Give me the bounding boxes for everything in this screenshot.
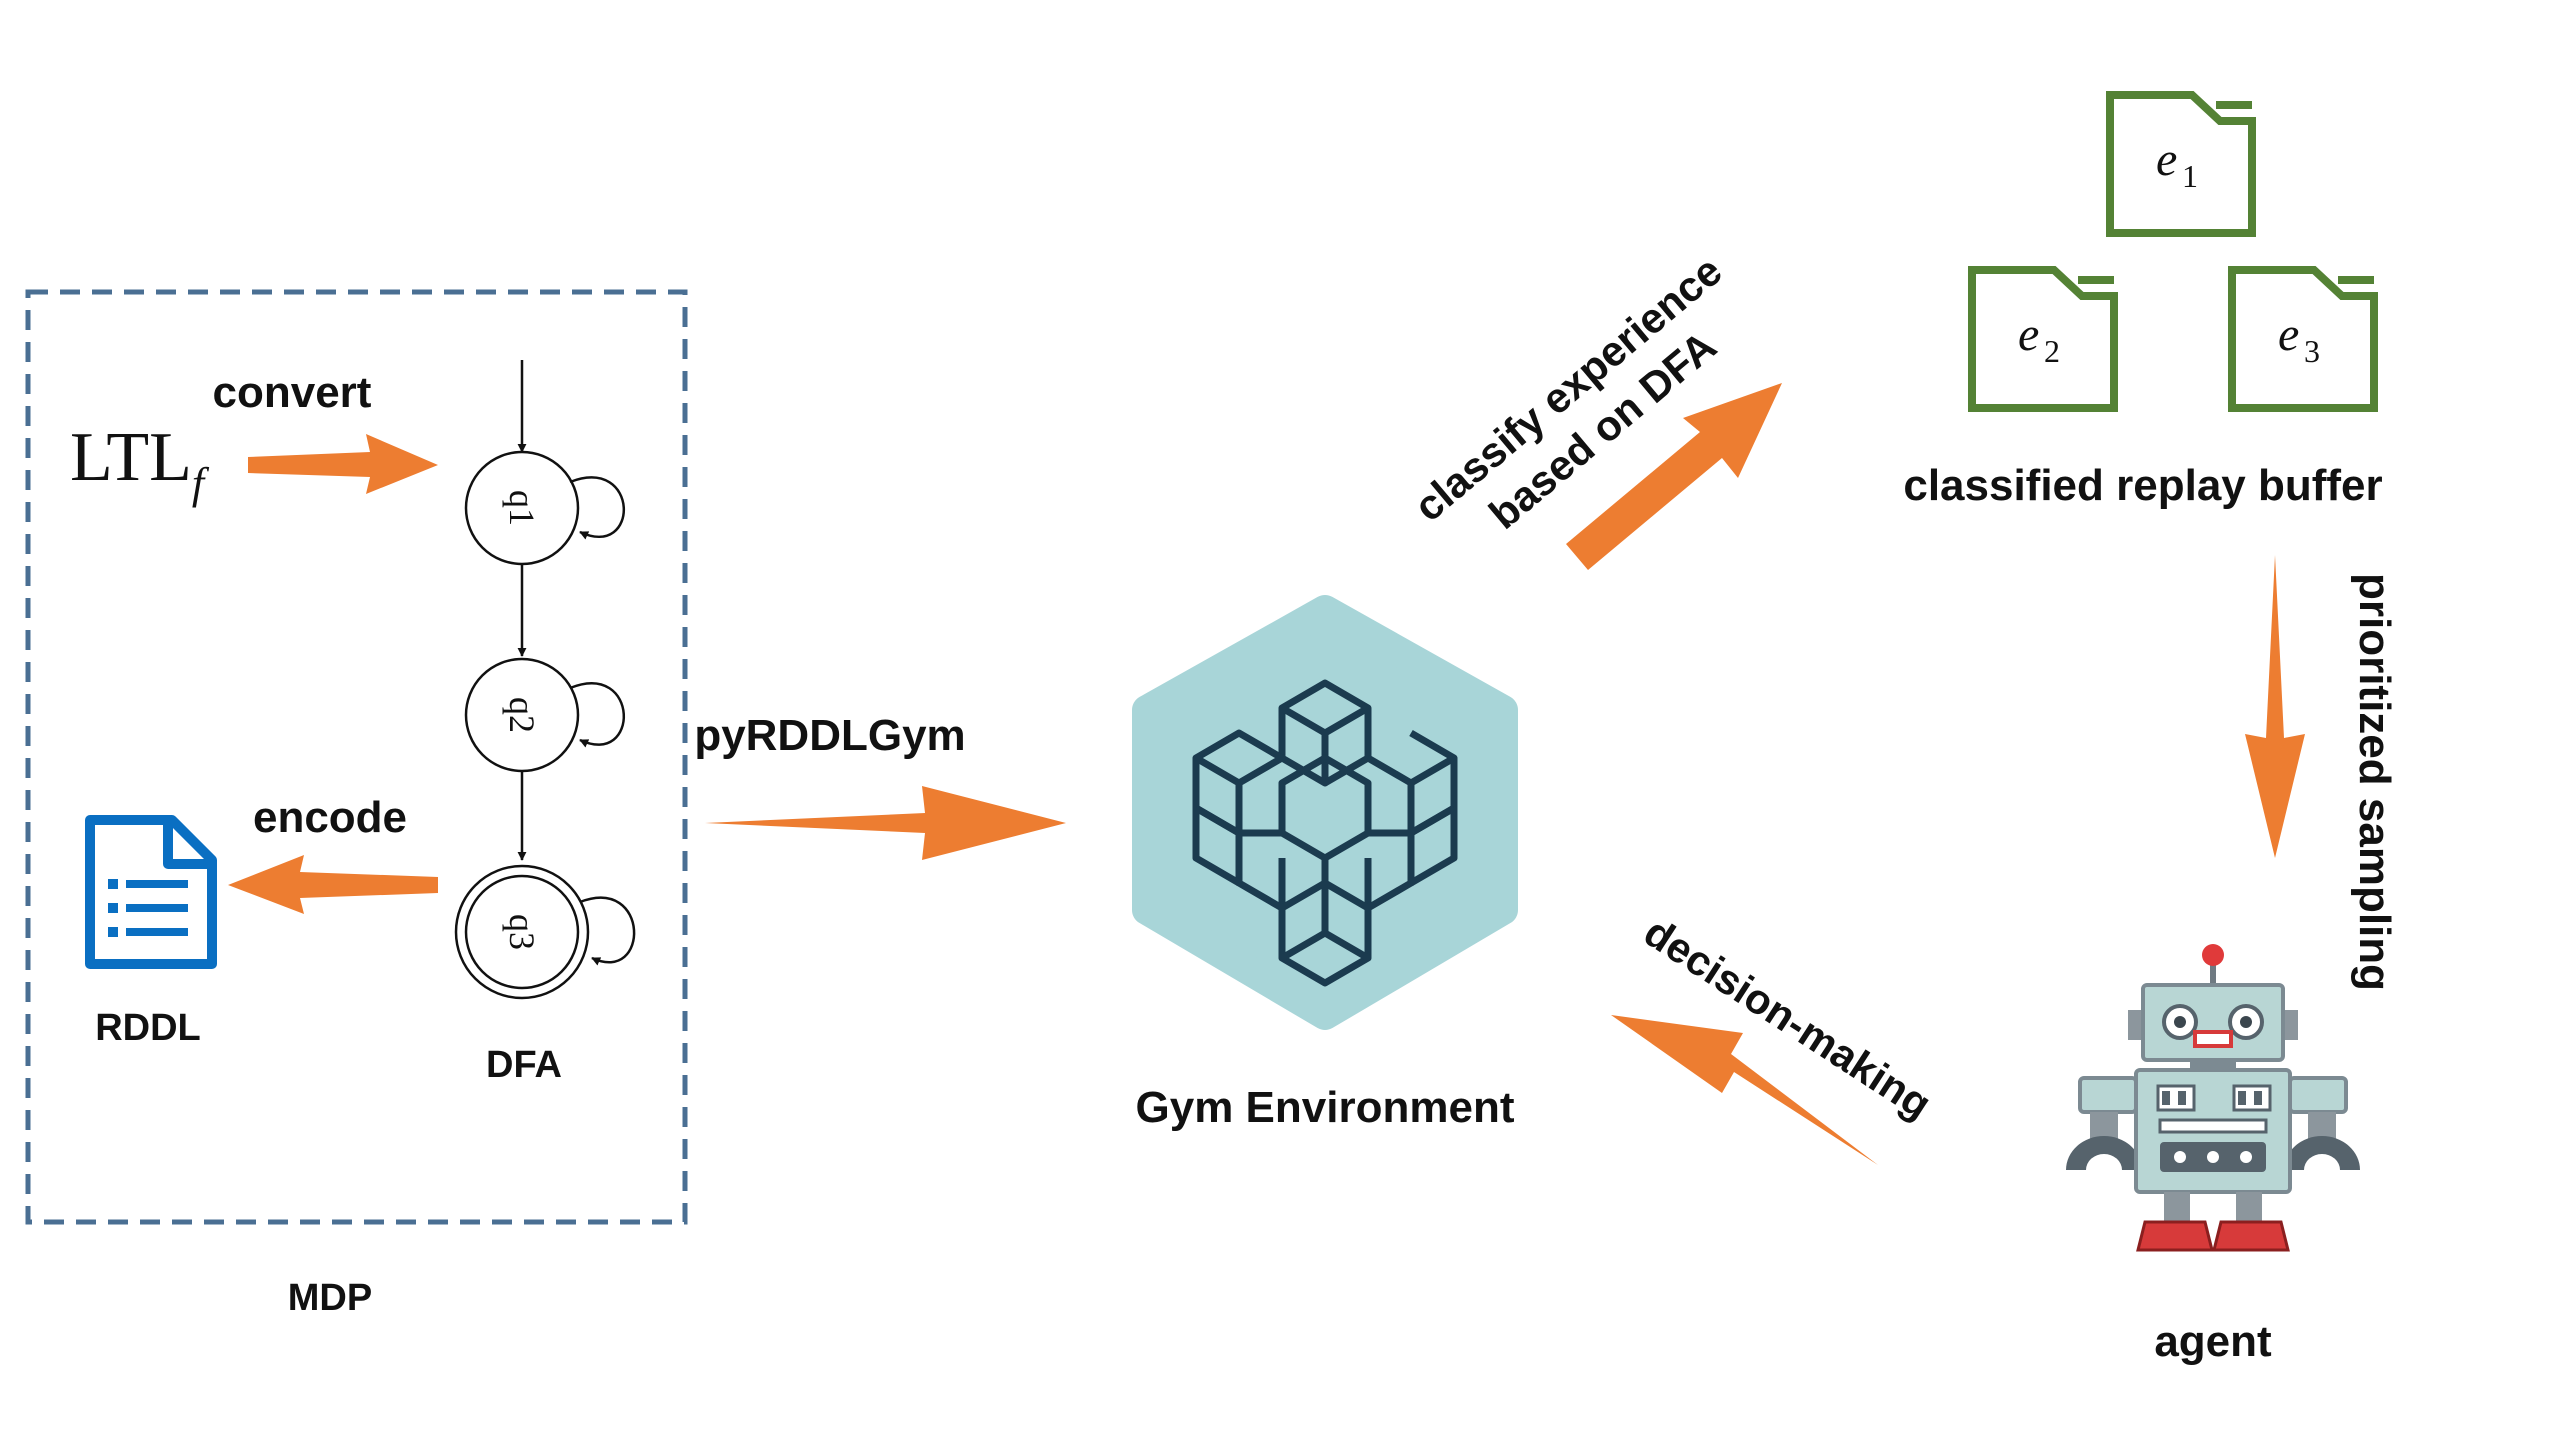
gym-cube-icon — [1132, 595, 1518, 1030]
folder-icon-e2: e 2 — [1968, 266, 2118, 412]
folder-e2-sub: 2 — [2044, 333, 2060, 369]
dfa-state-q2-label: q2 — [502, 697, 542, 733]
robot-icon — [2066, 944, 2360, 1252]
decision-arrow — [1611, 1015, 1878, 1165]
mdp-dashed-box — [25, 289, 688, 1225]
rddl-label: RDDL — [95, 1007, 201, 1049]
dfa-state-q1-label: q1 — [502, 490, 542, 526]
folder-e2-name: e — [2018, 308, 2039, 361]
pyrddlgym-label: pyRDDLGym — [694, 711, 965, 760]
classify-arrow — [1566, 383, 1782, 570]
dfa-label: DFA — [486, 1044, 562, 1086]
folder-e3-sub: 3 — [2304, 333, 2320, 369]
folder-icon-e1: e 1 — [2106, 91, 2256, 237]
decision-label-text: decision-making — [1636, 908, 1940, 1128]
dfa-state-q3-label: q3 — [502, 914, 542, 950]
dfa-state-q3 — [454, 864, 590, 1000]
decision-label: decision-making — [1636, 908, 1940, 1128]
dfa-graph: q1 q2 q3 — [454, 360, 636, 1000]
sampling-label: prioritized sampling — [2350, 573, 2399, 991]
ltl-formula: LTLf — [70, 419, 210, 508]
document-icon — [85, 815, 217, 969]
encode-arrow — [228, 855, 438, 914]
folder-e1-sub: 1 — [2182, 158, 2198, 194]
agent-label: agent — [2154, 1317, 2272, 1366]
sampling-arrow — [2245, 555, 2305, 858]
mdp-caption: MDP — [288, 1277, 372, 1319]
ltl-subscript: f — [192, 459, 210, 508]
folder-icon-e3: e 3 — [2228, 266, 2378, 412]
replay-buffer-label: classified replay buffer — [1903, 461, 2382, 510]
convert-arrow — [248, 434, 438, 494]
gym-environment-label: Gym Environment — [1136, 1083, 1515, 1132]
folder-e3-name: e — [2278, 308, 2299, 361]
encode-label: encode — [253, 793, 407, 842]
pyrddlgym-arrow — [705, 786, 1066, 860]
ltl-main: LTL — [70, 419, 192, 496]
convert-label: convert — [213, 368, 372, 417]
folder-e1-name: e — [2156, 133, 2177, 186]
